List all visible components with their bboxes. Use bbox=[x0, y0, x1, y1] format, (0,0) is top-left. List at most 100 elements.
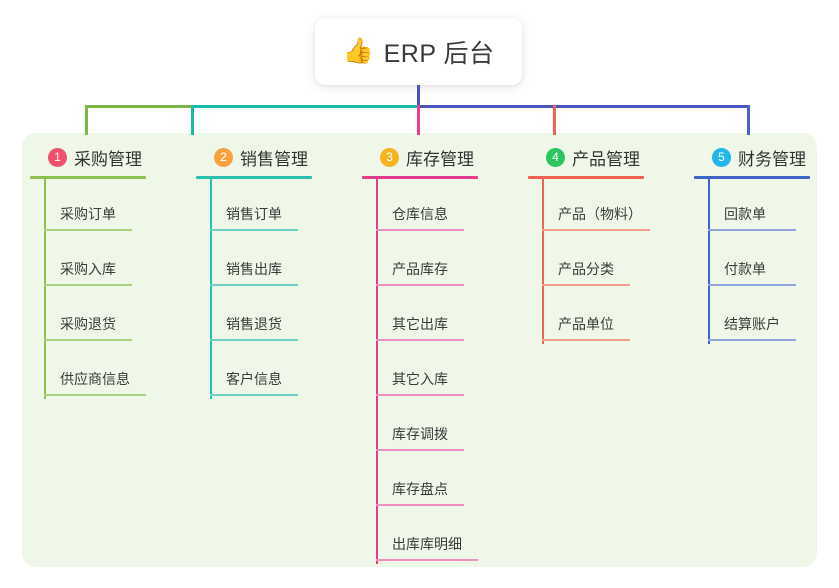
leaf-rule bbox=[376, 504, 464, 506]
column-header-4[interactable]: 4 产品管理 bbox=[528, 144, 663, 170]
list-item[interactable]: 销售订单 bbox=[196, 179, 316, 234]
column-header-2[interactable]: 2 销售管理 bbox=[196, 144, 316, 170]
column-sales-management: 2 销售管理 销售订单 销售出库 销售退货 客户信息 bbox=[196, 144, 316, 399]
leaf-label: 仓库信息 bbox=[392, 206, 448, 222]
column-items-2: 销售订单 销售出库 销售退货 客户信息 bbox=[196, 179, 316, 399]
list-item[interactable]: 产品（物料） bbox=[528, 179, 663, 234]
column-spine-1 bbox=[44, 179, 46, 399]
leaf-label: 产品库存 bbox=[392, 261, 448, 277]
leaf-label: 其它出库 bbox=[392, 316, 448, 332]
column-drop-4 bbox=[553, 105, 556, 135]
list-item[interactable]: 产品单位 bbox=[528, 289, 663, 344]
column-badge-3: 3 bbox=[380, 147, 399, 167]
column-badge-2: 2 bbox=[214, 147, 233, 167]
leaf-rule bbox=[376, 339, 464, 341]
list-item[interactable]: 付款单 bbox=[694, 234, 814, 289]
column-product-management: 4 产品管理 产品（物料） 产品分类 产品单位 bbox=[528, 144, 663, 344]
column-items-4: 产品（物料） 产品分类 产品单位 bbox=[528, 179, 663, 344]
leaf-label: 库存调拨 bbox=[392, 426, 448, 442]
leaf-rule bbox=[210, 284, 298, 286]
leaf-label: 销售订单 bbox=[226, 206, 282, 222]
column-title-3: 库存管理 bbox=[406, 149, 474, 169]
column-rule-2 bbox=[196, 176, 312, 179]
leaf-label: 库存盘点 bbox=[392, 481, 448, 497]
leaf-label: 采购订单 bbox=[60, 206, 116, 222]
leaf-rule bbox=[210, 339, 298, 341]
leaf-rule bbox=[708, 339, 796, 341]
list-item[interactable]: 其它入库 bbox=[362, 344, 487, 399]
leaf-label: 销售出库 bbox=[226, 261, 282, 277]
root-node-card[interactable]: 👍 ERP 后台 bbox=[315, 18, 522, 85]
leaf-label: 采购入库 bbox=[60, 261, 116, 277]
list-item[interactable]: 仓库信息 bbox=[362, 179, 487, 234]
leaf-rule bbox=[542, 229, 650, 231]
column-header-3[interactable]: 3 库存管理 bbox=[362, 144, 487, 170]
column-badge-4: 4 bbox=[546, 147, 565, 167]
column-drop-2 bbox=[191, 105, 194, 135]
leaf-label: 产品单位 bbox=[558, 316, 614, 332]
leaf-label: 采购退货 bbox=[60, 316, 116, 332]
column-finance-management: 5 财务管理 回款单 付款单 结算账户 bbox=[694, 144, 814, 344]
leaf-rule bbox=[210, 229, 298, 231]
bus-segment-green bbox=[85, 105, 193, 108]
column-spine-4 bbox=[542, 179, 544, 344]
leaf-label: 结算账户 bbox=[724, 316, 780, 332]
column-title-4: 产品管理 bbox=[572, 149, 640, 169]
column-purchase-management: 1 采购管理 采购订单 采购入库 采购退货 供应商信息 bbox=[30, 144, 150, 399]
leaf-rule bbox=[44, 339, 132, 341]
leaf-label: 供应商信息 bbox=[60, 371, 130, 387]
column-header-1[interactable]: 1 采购管理 bbox=[30, 144, 150, 170]
leaf-rule bbox=[376, 229, 464, 231]
leaf-rule bbox=[708, 229, 796, 231]
leaf-rule bbox=[542, 339, 630, 341]
list-item[interactable]: 采购入库 bbox=[30, 234, 150, 289]
list-item[interactable]: 产品分类 bbox=[528, 234, 663, 289]
leaf-rule bbox=[44, 229, 132, 231]
column-rule-1 bbox=[30, 176, 146, 179]
leaf-label: 产品（物料） bbox=[558, 206, 642, 222]
column-header-5[interactable]: 5 财务管理 bbox=[694, 144, 814, 170]
column-rule-4 bbox=[528, 176, 644, 179]
list-item[interactable]: 客户信息 bbox=[196, 344, 316, 399]
diagram-background-panel bbox=[22, 133, 817, 567]
column-drop-1 bbox=[85, 105, 88, 135]
thumbs-up-icon: 👍 bbox=[342, 37, 374, 65]
column-rule-3 bbox=[362, 176, 478, 179]
column-rule-5 bbox=[694, 176, 810, 179]
list-item[interactable]: 采购订单 bbox=[30, 179, 150, 234]
column-title-5: 财务管理 bbox=[738, 149, 806, 169]
list-item[interactable]: 销售退货 bbox=[196, 289, 316, 344]
root-drop-connector bbox=[417, 85, 420, 107]
list-item[interactable]: 供应商信息 bbox=[30, 344, 150, 399]
column-spine-3 bbox=[376, 179, 378, 564]
leaf-label: 销售退货 bbox=[226, 316, 282, 332]
leaf-rule bbox=[210, 394, 298, 396]
column-title-2: 销售管理 bbox=[240, 149, 308, 169]
list-item[interactable]: 回款单 bbox=[694, 179, 814, 234]
column-spine-5 bbox=[708, 179, 710, 344]
bus-segment-teal bbox=[191, 105, 419, 108]
list-item[interactable]: 采购退货 bbox=[30, 289, 150, 344]
list-item[interactable]: 其它出库 bbox=[362, 289, 487, 344]
leaf-rule bbox=[376, 284, 464, 286]
column-spine-2 bbox=[210, 179, 212, 399]
bus-segment-indigo bbox=[417, 105, 750, 108]
list-item[interactable]: 销售出库 bbox=[196, 234, 316, 289]
leaf-rule bbox=[708, 284, 796, 286]
leaf-label: 其它入库 bbox=[392, 371, 448, 387]
leaf-rule bbox=[44, 284, 132, 286]
leaf-label: 付款单 bbox=[724, 261, 766, 277]
leaf-label: 回款单 bbox=[724, 206, 766, 222]
column-inventory-management: 3 库存管理 仓库信息 产品库存 其它出库 其它入库 库存调拨 bbox=[362, 144, 487, 564]
column-badge-5: 5 bbox=[712, 147, 731, 167]
list-item[interactable]: 出库库明细 bbox=[362, 509, 487, 564]
column-drop-3 bbox=[417, 105, 420, 135]
list-item[interactable]: 库存盘点 bbox=[362, 454, 487, 509]
list-item[interactable]: 库存调拨 bbox=[362, 399, 487, 454]
list-item[interactable]: 产品库存 bbox=[362, 234, 487, 289]
leaf-label: 客户信息 bbox=[226, 371, 282, 387]
list-item[interactable]: 结算账户 bbox=[694, 289, 814, 344]
leaf-rule bbox=[376, 394, 464, 396]
leaf-rule bbox=[44, 394, 146, 396]
